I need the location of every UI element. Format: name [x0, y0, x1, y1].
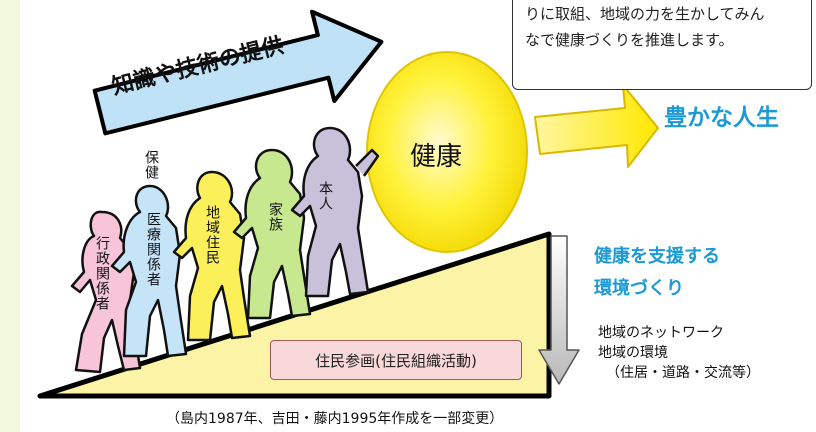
- person-family: [232, 148, 312, 320]
- note-line-2: なで健康づくりを推進します。: [525, 31, 734, 49]
- note-line-1: りに取組、地域の力を生かしてみん: [525, 5, 765, 23]
- left-background-strip: [0, 0, 20, 432]
- environment-item-network: 地域のネットワーク: [598, 325, 724, 341]
- environment-item-details: （住居・道路・交流等）: [606, 365, 760, 381]
- person-label-family: 家族: [267, 202, 283, 232]
- person-label-health: 保健: [143, 150, 159, 180]
- resident-participation-label: 住民参画(住民組織活動): [315, 351, 477, 370]
- resident-participation-box: 住民参画(住民組織活動): [270, 340, 522, 380]
- knowledge-arrow: [92, 9, 384, 136]
- person-label-residents: 地域住民: [204, 205, 220, 265]
- person-label-medical: 医療関係者: [145, 212, 161, 287]
- note-box: りに取組、地域の力を生かしてみん なで健康づくりを推進します。: [512, 0, 812, 90]
- health-ball: [366, 51, 528, 253]
- rich-life-label: 豊かな人生: [664, 105, 779, 131]
- person-label-administrator: 行政関係者: [94, 236, 110, 311]
- environment-down-arrow: [538, 235, 580, 385]
- environment-heading-line-1: 健康を支援する: [594, 246, 720, 267]
- person-health-medical: [110, 184, 188, 358]
- environment-heading-line-2: 環境づくり: [594, 278, 684, 299]
- life-arrow: [534, 84, 659, 168]
- person-label-self: 本人: [317, 181, 333, 211]
- person-self: [290, 126, 380, 298]
- health-label: 健康: [410, 142, 463, 172]
- person-residents: [172, 170, 252, 342]
- environment-item-environment: 地域の環境: [598, 345, 668, 361]
- source-caption: （島内1987年、吉田・藤内1995年作成を一部変更）: [166, 411, 504, 427]
